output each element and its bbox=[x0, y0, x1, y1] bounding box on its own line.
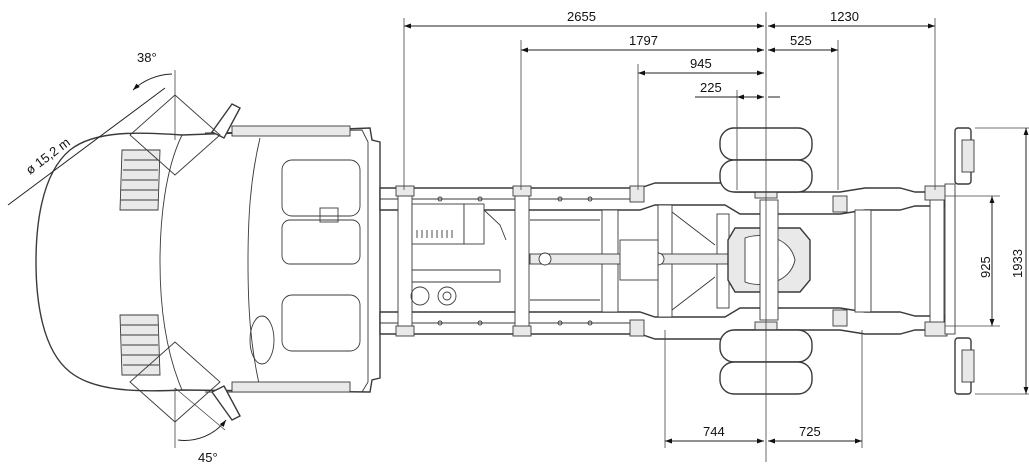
dim-label-725: 725 bbox=[799, 424, 821, 439]
front-grille-top bbox=[119, 149, 161, 211]
mirror-top bbox=[210, 103, 241, 139]
rear-bumper bbox=[944, 127, 975, 395]
dim-label-525: 525 bbox=[790, 33, 812, 48]
seat-top bbox=[281, 159, 361, 265]
dim-label-2655: 2655 bbox=[567, 9, 596, 24]
extension-lines bbox=[403, 12, 1029, 462]
dim-label-744: 744 bbox=[703, 424, 725, 439]
steering-wheel bbox=[249, 315, 275, 365]
dim-label-1230: 1230 bbox=[830, 9, 859, 24]
dim-label-1933: 1933 bbox=[1010, 249, 1025, 278]
dim-label-225: 225 bbox=[700, 80, 722, 95]
angle-outer-label: 38° bbox=[137, 50, 157, 65]
seat-bottom bbox=[281, 294, 361, 352]
dim-label-945: 945 bbox=[690, 56, 712, 71]
dim-label-925: 925 bbox=[978, 256, 993, 278]
dim-label-1797: 1797 bbox=[629, 33, 658, 48]
mirror-bottom bbox=[210, 385, 241, 421]
turning-annotation bbox=[7, 70, 227, 448]
frame-rails bbox=[379, 182, 948, 340]
angle-inner-label: 45° bbox=[198, 450, 218, 465]
cab-outline bbox=[35, 103, 381, 421]
front-grille-bottom bbox=[119, 314, 161, 376]
